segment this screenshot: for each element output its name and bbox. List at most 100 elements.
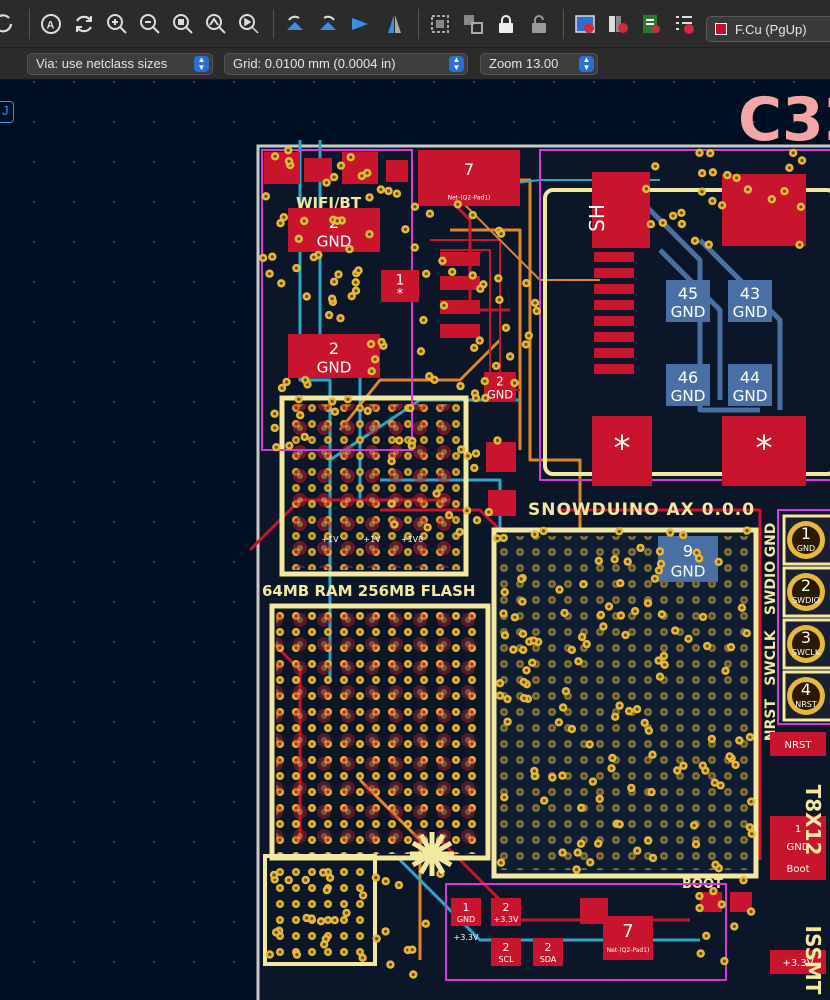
- drc-button[interactable]: [570, 7, 600, 41]
- pad[interactable]: *: [722, 416, 806, 486]
- smd-pad: [594, 268, 634, 278]
- flip-horizontal-button[interactable]: [346, 7, 376, 41]
- toolbar-separator: [29, 8, 30, 39]
- via-drill: [657, 568, 661, 573]
- layer-selector[interactable]: F.Cu (PgUp): [706, 16, 830, 42]
- via-drill: [580, 635, 584, 639]
- unlock-button[interactable]: [524, 7, 554, 41]
- zoom-select[interactable]: Zoom 13.00 ▲▼: [480, 53, 598, 75]
- via-drill: [575, 867, 579, 872]
- refresh-icon: [76, 15, 92, 32]
- flip-vertical-button[interactable]: [379, 7, 409, 41]
- zoom-fit-button[interactable]: [168, 7, 198, 41]
- via-drill: [410, 444, 414, 448]
- smd-pad: [594, 300, 634, 310]
- ungroup-icon: [464, 14, 483, 34]
- via-drill: [375, 937, 379, 941]
- via-drill: [728, 754, 732, 759]
- zoom-selection-button[interactable]: [234, 7, 264, 41]
- checklist-button[interactable]: [669, 7, 699, 41]
- pad[interactable]: 1*: [381, 270, 419, 302]
- via-size-select[interactable]: Via: use netclass sizes ▲▼: [27, 53, 213, 75]
- pad-net-name: GND: [671, 562, 706, 580]
- via-drill: [472, 346, 476, 350]
- via-drill: [564, 689, 568, 693]
- pad[interactable]: 2+3.3V: [491, 898, 521, 926]
- pcb-canvas[interactable]: C32 WIFI/BT 64MB RAM 256MB FLASH SNOWDUI…: [0, 80, 830, 1000]
- via-drill: [532, 769, 536, 773]
- scripting-button[interactable]: [636, 7, 666, 41]
- via-drill: [782, 189, 787, 193]
- smd-pad: [386, 160, 408, 182]
- rotate-ccw-button[interactable]: [280, 7, 310, 41]
- pad-copper: [592, 416, 652, 486]
- via-drill: [494, 364, 498, 368]
- via-drill: [360, 174, 364, 178]
- via-drill: [272, 873, 276, 877]
- via-drill: [719, 783, 723, 788]
- pad-net-name: Net-(Q2-Pad1): [607, 947, 650, 954]
- pad[interactable]: *: [592, 416, 652, 486]
- via-drill: [686, 637, 691, 641]
- zoom-in-button[interactable]: [102, 7, 132, 41]
- zoom-objects-button[interactable]: [201, 7, 231, 41]
- netlist-button[interactable]: [603, 7, 633, 41]
- pad-number: 46: [678, 368, 698, 387]
- via-drill: [297, 237, 301, 241]
- pin-drill: [792, 526, 820, 554]
- via-drill: [693, 239, 697, 243]
- chevron-updown-icon: ▲▼: [579, 56, 594, 72]
- via-drill: [680, 222, 684, 226]
- ungroup-button[interactable]: [458, 7, 488, 41]
- via-drill: [504, 326, 508, 330]
- lock-button[interactable]: [491, 7, 521, 41]
- zoom-redraw-button[interactable]: A: [36, 7, 66, 41]
- pad-net-name: Net-(Q2-Pad1): [448, 194, 491, 201]
- via-drill: [799, 205, 803, 209]
- via-drill: [535, 309, 539, 313]
- via-drill: [456, 202, 460, 206]
- via-drill: [725, 173, 729, 177]
- via-drill: [478, 339, 482, 343]
- toolbar-separator: [563, 8, 564, 39]
- pcb-board[interactable]: C32 WIFI/BT 64MB RAM 256MB FLASH SNOWDUI…: [0, 80, 830, 1000]
- via-drill: [649, 222, 653, 226]
- redo-button[interactable]: [0, 7, 20, 41]
- board-title-text: C32: [738, 85, 830, 155]
- via-drill: [737, 738, 741, 743]
- via-drill: [450, 270, 454, 274]
- via-drill: [741, 878, 746, 882]
- via-drill: [367, 232, 372, 236]
- via-drill: [524, 668, 529, 672]
- pad-number: 44: [740, 368, 760, 387]
- smd-pad: [594, 316, 634, 326]
- refresh-button[interactable]: [69, 7, 99, 41]
- smd-pad: [594, 364, 634, 374]
- grid-select[interactable]: Grid: 0.0100 mm (0.0004 in) ▲▼: [224, 53, 468, 75]
- pad-copper: [418, 150, 520, 206]
- zoom-out-button[interactable]: [135, 7, 165, 41]
- via-drill: [505, 697, 510, 701]
- via-drill: [521, 632, 525, 636]
- via-drill: [380, 340, 384, 344]
- group-button[interactable]: [425, 7, 455, 41]
- rotate-cw-button[interactable]: [313, 7, 343, 41]
